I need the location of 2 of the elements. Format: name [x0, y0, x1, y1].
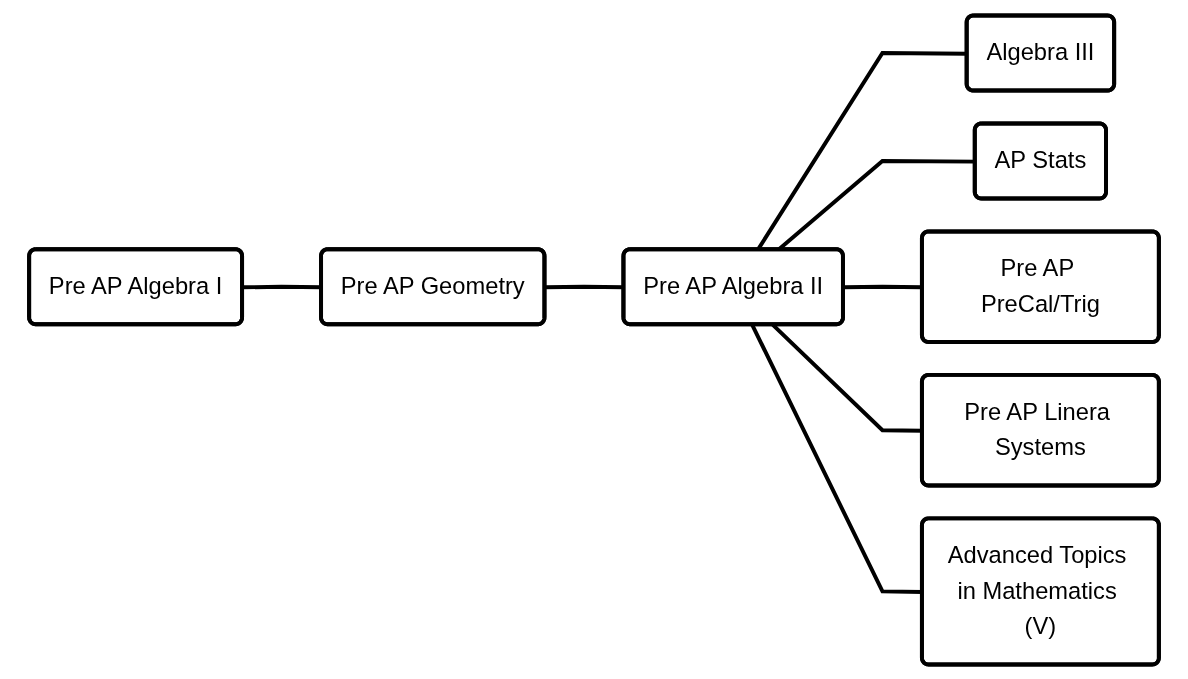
- connector: [843, 284, 923, 289]
- connector: [750, 323, 923, 594]
